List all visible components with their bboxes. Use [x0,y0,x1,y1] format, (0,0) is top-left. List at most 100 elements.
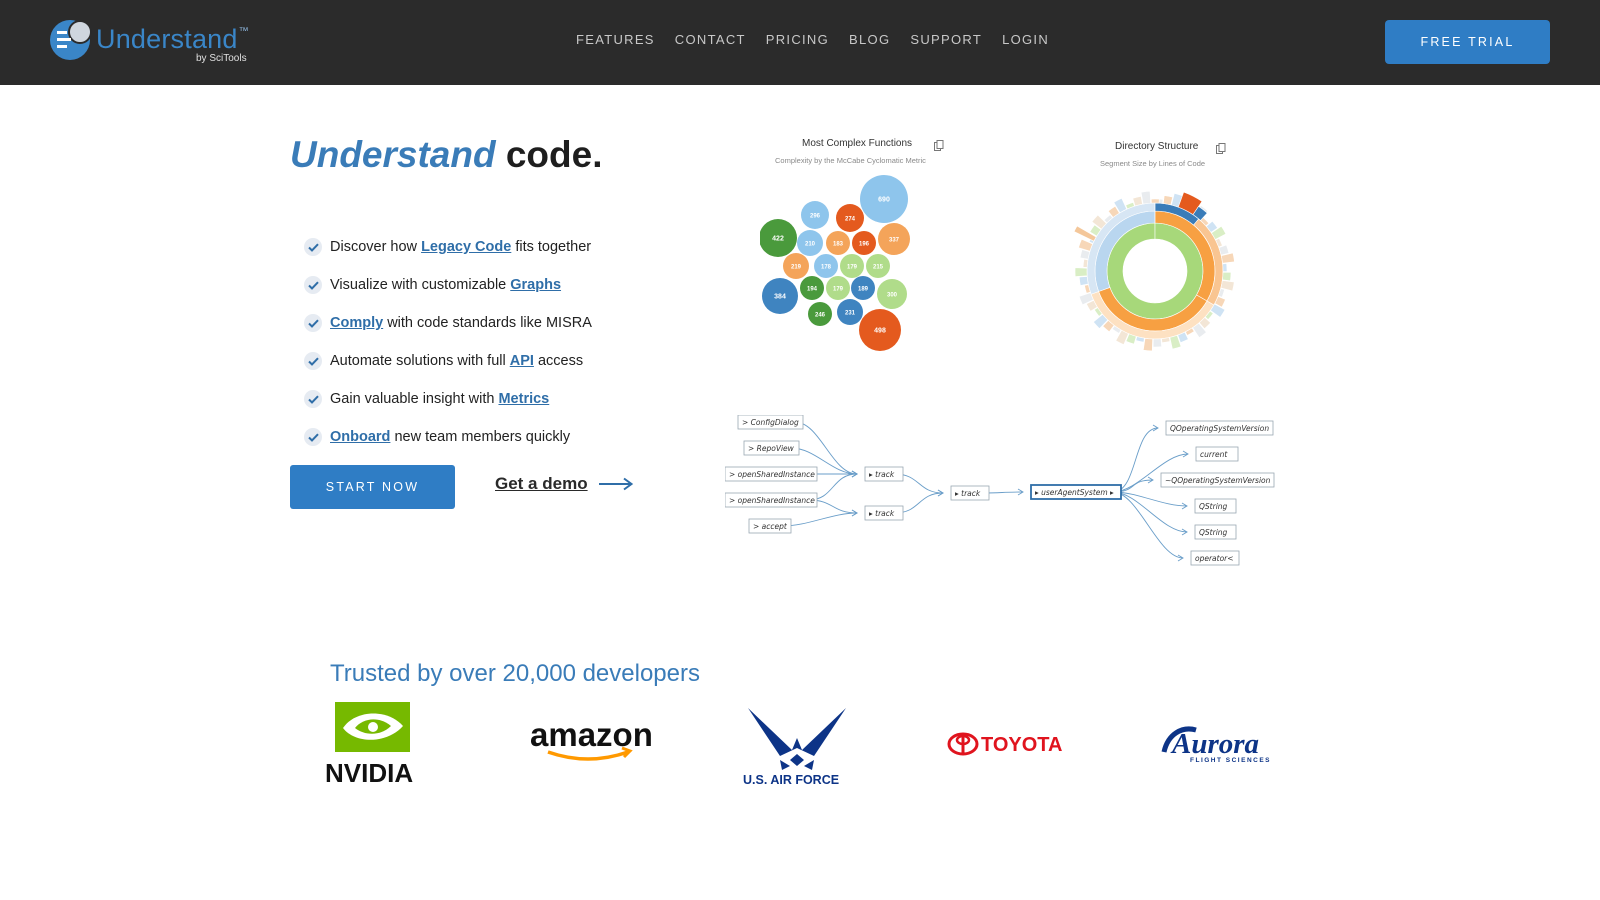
sunburst-title: Directory Structure [1115,141,1199,152]
bubble-label: 690 [878,197,890,204]
nav-pricing[interactable]: PRICING [765,32,830,47]
understand-logo-icon[interactable] [48,18,278,66]
graph-arrow [1177,554,1184,562]
graph-node-box [748,518,792,534]
sunburst-segment [1093,307,1103,317]
copy-icon[interactable] [934,140,944,151]
call-graph-diagram: > ConfigDialog> RepoView> openSharedInst… [725,415,1275,566]
graph-node-label: QString [1199,502,1228,511]
bubble: 422 [760,219,797,257]
bubble-label: 179 [833,287,844,293]
check-icon [304,238,322,256]
graph-node-label: ~QOperatingSystemVersion [1165,476,1271,485]
feature-link-api[interactable]: API [509,353,534,369]
sunburst-segment [1125,333,1137,345]
graph-node-box [1190,550,1240,566]
bubble-circle [877,279,907,309]
graph-node-label: > openSharedInstance [729,496,815,505]
bubble: 215 [866,254,890,278]
graph-arrow [1181,502,1188,510]
bubble: 296 [801,201,829,229]
graph-node-box [1160,472,1275,488]
brand-trademark: ™ [238,26,249,37]
graph-node-label: operator< [1195,554,1234,563]
graph-node: > accept [748,518,792,534]
graph-node-label: QString [1199,528,1228,537]
feature-link-graphs[interactable]: Graphs [510,277,562,293]
sunburst-segment [1111,325,1122,334]
sunburst-segment [1217,288,1225,298]
graph-node-label: ▸ track [869,509,895,518]
sunburst-segment [1078,292,1094,306]
bubble: 246 [808,302,832,326]
bubble-circle [840,254,864,278]
graph-node-box [864,505,904,521]
graph-node-label: ▸ track [955,489,981,498]
sunburst-segment [1115,329,1129,346]
sunburst-segment [1140,190,1152,205]
sunburst-segment [1084,284,1091,294]
start-now-button[interactable]: START NOW [290,465,455,509]
sunburst-segment [1210,303,1226,318]
sunburst-segment [1215,237,1223,248]
bubble: 274 [836,204,864,232]
graph-arrow [1152,424,1159,432]
feature-item: Visualize with customizable Graphs [304,266,592,304]
feature-link-comply[interactable]: Comply [330,315,384,331]
sunburst-segment [1135,336,1145,343]
brand-name[interactable]: Understand™ [96,24,249,55]
bubble-circle [866,254,890,278]
graph-node-box [1030,484,1122,500]
sunburst-segment [1185,327,1195,336]
sunburst-segment [1078,238,1093,252]
feature-link-onboard[interactable]: Onboard [330,429,391,445]
graph-node-label: ▸ userAgentSystem ▸ [1035,488,1114,497]
copy-icon[interactable] [1216,143,1226,154]
graph-node: ▸ track [950,485,990,501]
graph-edge [1112,491,1184,559]
sunburst-segment [1150,198,1160,204]
sunburst-segment [1079,249,1091,260]
aurora-logo-icon: Aurora FLIGHT SCIENCES [1161,726,1270,764]
bubble: 384 [762,278,798,314]
trusted-heading: Trusted by over 20,000 developers [330,660,700,687]
bubble-circle [801,201,829,229]
graph-node: QString [1194,498,1237,514]
feature-link-metrics[interactable]: Metrics [498,391,550,407]
nav-login[interactable]: LOGIN [1002,32,1050,47]
feature-link-legacy-code[interactable]: Legacy Code [421,239,512,255]
bubble-label: 210 [805,242,816,248]
bubble-label: 194 [807,287,818,293]
free-trial-button[interactable]: FREE TRIAL [1385,20,1550,64]
graph-arrow [851,509,858,517]
graph-node: > RepoView [743,440,800,456]
nav-support[interactable]: SUPPORT [910,32,983,47]
bubble: 498 [859,309,901,351]
bubble-circle [826,231,850,255]
bubble-label: 296 [810,214,821,220]
graph-node: ▸ track [864,466,904,482]
amazon-wordmark: amazon [530,718,653,753]
graph-node-label: > openSharedInstance [729,470,815,479]
top-nav-bar: Understand™ by SciTools FEATURES CONTACT… [0,0,1600,85]
graph-node-label: current [1200,450,1228,459]
feature-text: new team members quickly [394,429,571,445]
bubble-circle [851,276,875,300]
get-demo-link[interactable]: Get a demo [495,474,634,494]
graph-arrow [1181,528,1188,536]
headline-rest: code. [505,134,603,175]
feature-text: fits together [515,239,592,255]
graph-arrow [1182,450,1189,458]
sunburst-segment [1082,258,1089,268]
bubble-circle [760,219,797,257]
graph-arrow [851,470,858,478]
graph-node: > openSharedInstance [725,492,818,508]
bubble-circle [860,175,908,223]
nav-contact[interactable]: CONTACT [674,32,746,47]
graph-edge [1112,491,1188,533]
nav-blog[interactable]: BLOG [849,32,891,47]
nav-features[interactable]: FEATURES [576,32,655,47]
sunburst-segment [1091,214,1107,230]
graph-node-label: ▸ track [869,470,895,479]
